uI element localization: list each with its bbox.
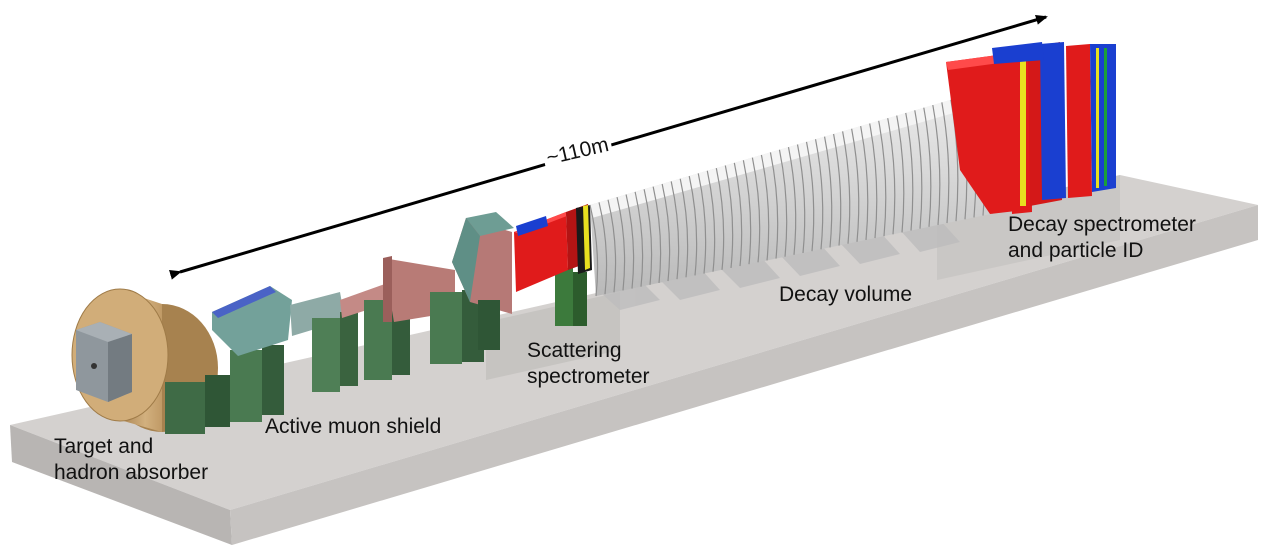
label-decay-spectrometer: Decay spectrometer and particle ID — [1008, 213, 1196, 262]
label-decay-volume: Decay volume — [779, 283, 913, 306]
label-muon-shield: Active muon shield — [265, 415, 442, 438]
length-arrow — [168, 15, 1048, 280]
label-scattering-spectrometer: Scattering spectrometer — [527, 339, 650, 388]
label-target-absorber: Target and hadron absorber — [54, 435, 209, 484]
target — [76, 322, 132, 402]
